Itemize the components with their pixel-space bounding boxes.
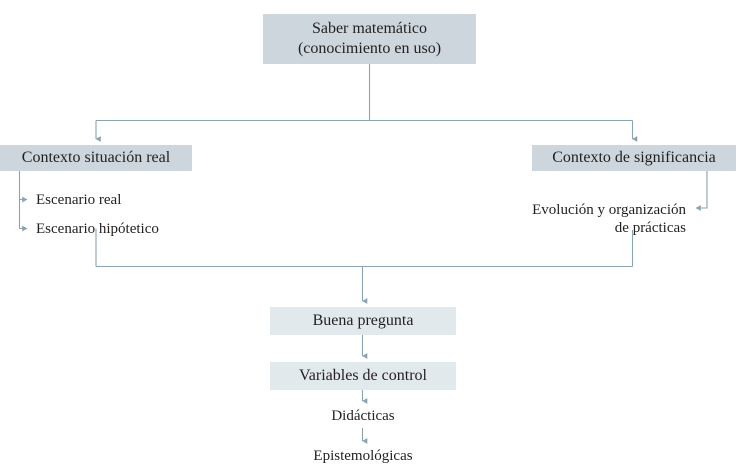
node-epistemologicas: Epistemológicas [313,447,413,464]
connector-branch-evolucion-practicas [695,171,708,211]
node-contexto-situacion-real: Contexto situación real [0,145,192,171]
node-variables-de-control: Variables de control [270,362,456,390]
node-escenario-hipotetico: Escenario hipótetico [36,220,159,237]
node-saber-matematico: Saber matemático (conocimiento en uso) [263,14,476,64]
node-contexto-de-significancia: Contexto de significancia [532,145,736,171]
node-escenario-real: Escenario real [36,191,122,208]
node-buena-pregunta: Buena pregunta [270,307,456,335]
node-evolucion-organizacion-practicas: Evolución y organización de prácticas [532,201,686,236]
node-didacticas: Didácticas [331,407,395,424]
